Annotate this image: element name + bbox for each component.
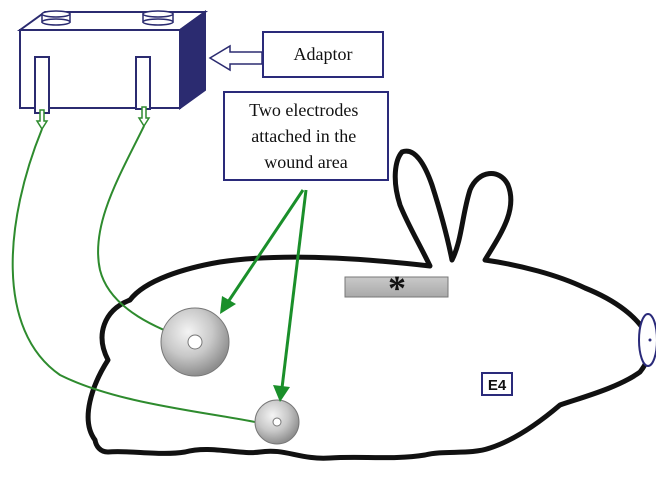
asterisk-marker: * <box>344 268 449 308</box>
asterisk-label: * <box>388 268 406 308</box>
svg-text:Two electrodes attached: Two electrodes attached in the wound are… <box>249 100 363 172</box>
electrode-pointer-arrows <box>220 189 308 402</box>
site-tag-label: E4 <box>488 377 507 394</box>
rabbit-outline <box>85 148 653 461</box>
electrode-disc-upper <box>160 307 230 377</box>
electrodes-label-line-2: attached in the <box>251 126 356 146</box>
nose-marker-icon <box>638 313 656 367</box>
nose-dot-icon <box>648 338 652 342</box>
electrodes-label-box: Two electrodes attached in the wound are… <box>223 91 389 181</box>
electrodes-label-line-1: Two electrodes <box>249 100 358 120</box>
electrode-wires <box>11 125 271 426</box>
electrode-disc-lower <box>254 399 300 445</box>
wire-right <box>97 125 196 343</box>
site-tag: E4 <box>481 372 513 396</box>
wire-left <box>11 128 271 426</box>
adaptor-label: Adaptor <box>294 44 353 64</box>
adaptor-label-box: Adaptor <box>262 31 384 78</box>
power-adaptor-icon <box>16 10 209 131</box>
electrodes-label-line-3: wound area <box>264 152 347 172</box>
adaptor-pointer-arrow <box>208 44 263 72</box>
